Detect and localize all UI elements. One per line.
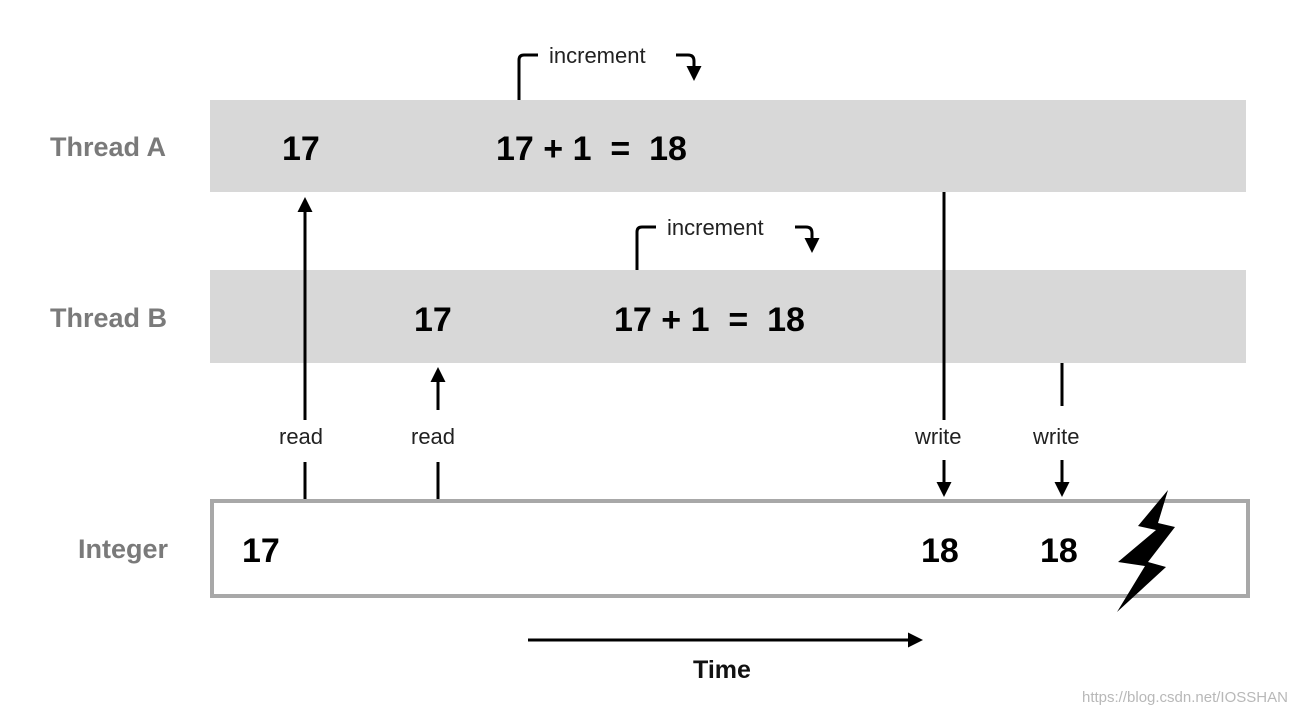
- thread-a-expression: 17 + 1 = 18: [496, 130, 687, 168]
- thread-a-label: Thread A: [50, 132, 167, 162]
- watermark: https://blog.csdn.net/IOSSHAN: [1082, 689, 1288, 706]
- integer-write-b-value: 18: [1040, 532, 1078, 570]
- increment-bracket-b: [635, 225, 656, 270]
- integer-label: Integer: [78, 534, 169, 564]
- thread-b-label: Thread B: [50, 303, 168, 333]
- time-label: Time: [693, 656, 751, 684]
- thread-a-initial-value: 17: [282, 130, 320, 168]
- thread-b-lane: [210, 270, 1246, 363]
- integer-initial-value: 17: [242, 532, 280, 570]
- write-b-label: write: [1033, 424, 1080, 449]
- integer-box: [210, 499, 1250, 598]
- thread-a-lane: [210, 100, 1246, 192]
- increment-label-b: increment: [667, 215, 764, 240]
- lightning-bolt-icon: [1117, 490, 1175, 612]
- integer-write-a-value: 18: [921, 532, 959, 570]
- increment-bracket-a: [517, 53, 538, 100]
- thread-b-initial-value: 17: [414, 301, 452, 339]
- increment-label-a: increment: [549, 43, 646, 68]
- thread-b-expression: 17 + 1 = 18: [614, 301, 805, 339]
- read-b-label: read: [411, 424, 456, 449]
- write-a-label: write: [915, 424, 962, 449]
- read-a-label: read: [279, 424, 324, 449]
